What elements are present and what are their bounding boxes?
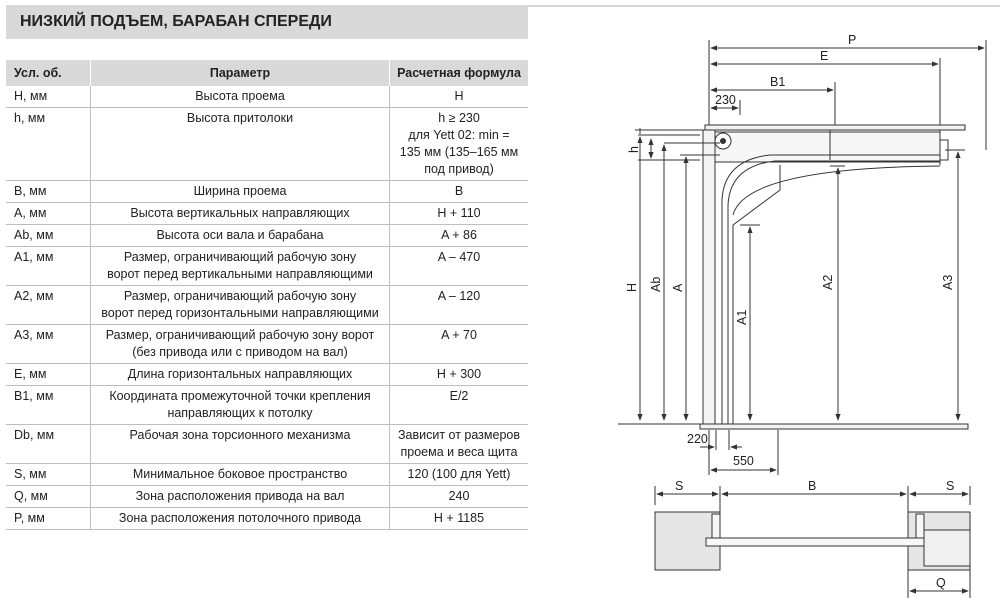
cell-symbol: S, мм (6, 463, 91, 486)
dim-label-220: 220 (687, 432, 708, 446)
dim-label-s-right: S (946, 479, 954, 493)
cell-parameter: Высота оси вала и барабана (90, 224, 390, 247)
dim-label-h-large: H (625, 283, 639, 292)
parameters-table: Усл. об. Параметр Расчетная формула H, м… (6, 60, 528, 530)
dim-label-550: 550 (733, 454, 754, 468)
title-band-line (528, 5, 1000, 7)
dim-label-e: E (820, 49, 828, 63)
cell-symbol: H, мм (6, 86, 91, 108)
cell-parameter: Высота притолоки (90, 107, 390, 181)
cell-parameter: Зона расположения привода на вал (90, 485, 390, 508)
dim-label-b1: B1 (770, 75, 785, 89)
cell-symbol: P, мм (6, 507, 91, 530)
gate-diagram: P E B1 230 h H Ab A A1 A2 A3 220 550 S B… (618, 33, 987, 598)
dim-label-b: B (808, 479, 816, 493)
cell-parameter: Ширина проема (90, 180, 390, 203)
cell-symbol: A1, мм (6, 246, 91, 286)
dim-label-a2: A2 (821, 275, 835, 290)
cell-parameter: Рабочая зона торсионного механизма (90, 424, 390, 464)
cell-symbol: A, мм (6, 202, 91, 225)
cell-parameter: Минимальное боковое пространство (90, 463, 390, 486)
cell-formula: B (389, 180, 528, 203)
cell-symbol: A3, мм (6, 324, 91, 364)
cell-symbol: A2, мм (6, 285, 91, 325)
dim-label-ab: Ab (649, 277, 663, 292)
dim-label-h-small: h (627, 146, 641, 153)
dim-label-230: 230 (715, 93, 736, 107)
cell-formula: A + 86 (389, 224, 528, 247)
cell-symbol: B, мм (6, 180, 91, 203)
cell-formula: H + 300 (389, 363, 528, 386)
dim-label-a: A (671, 283, 685, 292)
dim-label-a3: A3 (941, 275, 955, 290)
cell-formula: A – 470 (389, 246, 528, 286)
dim-label-a1: A1 (735, 310, 749, 325)
cell-parameter: Зона расположения потолочного привода (90, 507, 390, 530)
cell-formula: H (389, 86, 528, 108)
cell-symbol: Ab, мм (6, 224, 91, 247)
cell-symbol: Q, мм (6, 485, 91, 508)
cell-symbol: B1, мм (6, 385, 91, 425)
header-symbol: Усл. об. (6, 60, 91, 86)
cell-formula: 120 (100 для Yett) (389, 463, 528, 486)
cell-formula: E/2 (389, 385, 528, 425)
cell-symbol: Db, мм (6, 424, 91, 464)
dim-label-p: P (848, 33, 856, 47)
cell-symbol: E, мм (6, 363, 91, 386)
page-title: НИЗКИЙ ПОДЪЕМ, БАРАБАН СПЕРЕДИ (6, 5, 528, 39)
cell-parameter: Длина горизонтальных направляющих (90, 363, 390, 386)
cell-symbol: h, мм (6, 107, 91, 181)
cell-parameter: Координата промежуточной точки крепления… (90, 385, 390, 425)
cell-parameter: Размер, ограничивающий рабочую зону воро… (90, 324, 390, 364)
header-parameter: Параметр (90, 60, 390, 86)
table-header-row: Усл. об. Параметр Расчетная формула (6, 60, 528, 86)
dim-label-s-left: S (675, 479, 683, 493)
cell-formula: H + 110 (389, 202, 528, 225)
cell-formula: 240 (389, 485, 528, 508)
cell-formula: H + 1185 (389, 507, 528, 530)
cell-parameter: Высота проема (90, 86, 390, 108)
header-formula: Расчетная формула (389, 60, 528, 86)
dim-label-q: Q (936, 576, 946, 590)
cell-parameter: Высота вертикальных направляющих (90, 202, 390, 225)
cell-formula: A – 120 (389, 285, 528, 325)
cell-formula: A + 70 (389, 324, 528, 364)
